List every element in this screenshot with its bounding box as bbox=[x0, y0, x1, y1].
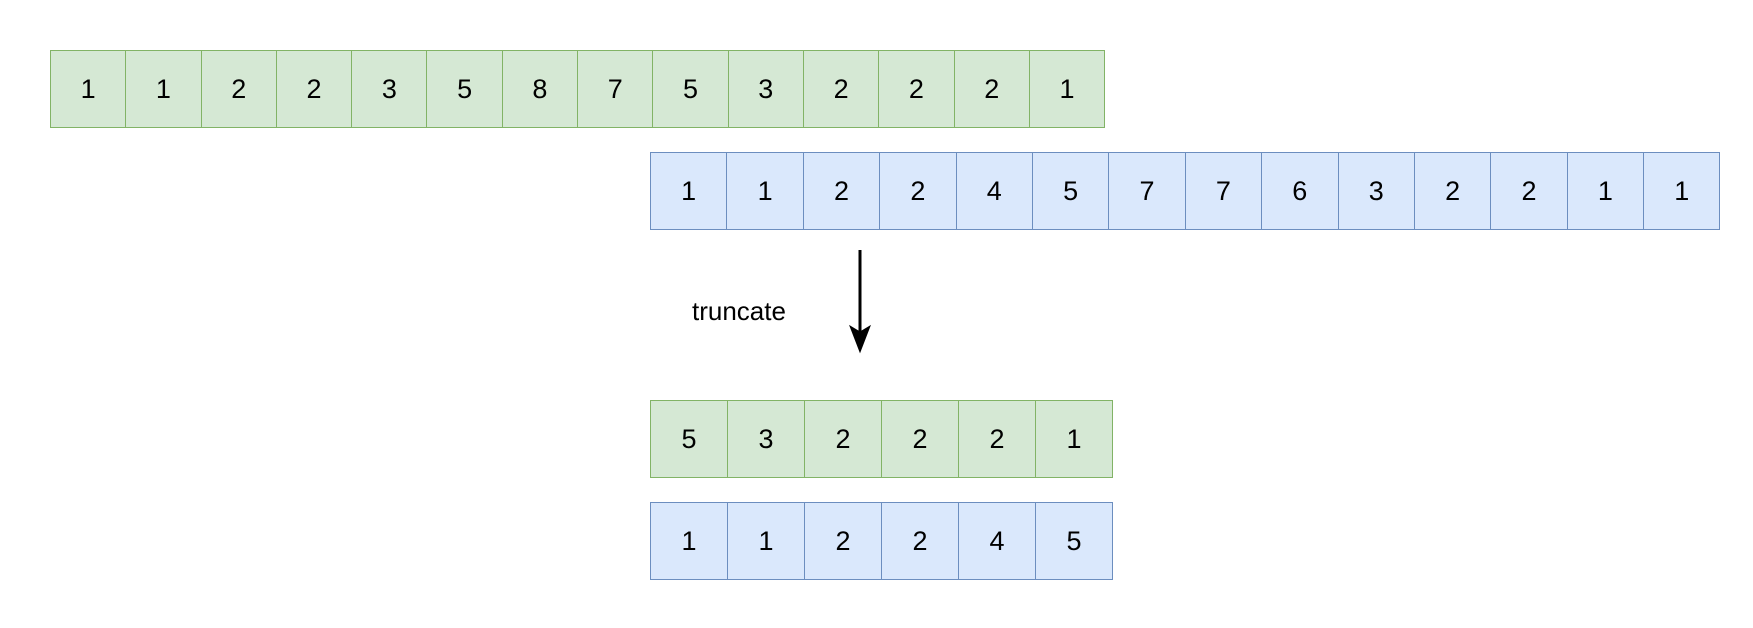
sequence-cell: 7 bbox=[1108, 152, 1186, 230]
sequence-cell: 1 bbox=[50, 50, 127, 128]
sequence-cell: 1 bbox=[1035, 400, 1113, 478]
sequence-cell: 2 bbox=[958, 400, 1036, 478]
sequence-cell: 2 bbox=[802, 152, 881, 230]
sequence-cell: 2 bbox=[1413, 152, 1492, 230]
sequence-cell: 1 bbox=[1566, 152, 1645, 230]
sequence-cell: 6 bbox=[1261, 152, 1339, 230]
sequence-cell: 1 bbox=[727, 502, 805, 580]
sequence-cell: 1 bbox=[125, 50, 202, 128]
sequence-cell: 5 bbox=[1035, 502, 1113, 580]
sequence-cell: 5 bbox=[652, 50, 729, 128]
sequence-cell: 2 bbox=[1490, 152, 1568, 230]
arrow-head bbox=[849, 324, 871, 354]
sequence-cell: 1 bbox=[726, 152, 804, 230]
sequence-cell: 5 bbox=[426, 50, 503, 128]
sequence-cell: 2 bbox=[804, 400, 882, 478]
sequence-cell: 4 bbox=[958, 502, 1036, 580]
sequence-cell: 5 bbox=[650, 400, 728, 478]
truncate-label: truncate bbox=[692, 296, 786, 326]
arrow-down-icon bbox=[849, 250, 871, 354]
sequence-cell: 2 bbox=[275, 50, 353, 128]
sequence-cell: 2 bbox=[953, 50, 1030, 128]
sequence-cell: 1 bbox=[650, 152, 728, 230]
sequence-cell: 4 bbox=[955, 152, 1033, 230]
sequence-cell: 2 bbox=[879, 152, 957, 230]
sequence-cell: 8 bbox=[501, 50, 579, 128]
sequence-cell: 7 bbox=[1184, 152, 1263, 230]
sequence-cell: 3 bbox=[351, 50, 428, 128]
sequence-cell: 2 bbox=[878, 50, 955, 128]
sequence-cell: 2 bbox=[804, 502, 882, 580]
sequence-cell: 2 bbox=[881, 400, 959, 478]
sequence-cell: 2 bbox=[802, 50, 880, 128]
sequence-cell: 3 bbox=[727, 50, 804, 128]
sequence-cell: 1 bbox=[1028, 50, 1106, 128]
sequence-cell: 1 bbox=[1643, 152, 1721, 230]
truncate-arrow bbox=[847, 250, 873, 354]
sequence-cell: 3 bbox=[727, 400, 805, 478]
sequence-cell: 7 bbox=[577, 50, 654, 128]
sequence-cell: 3 bbox=[1337, 152, 1415, 230]
sequence-cell: 1 bbox=[650, 502, 728, 580]
sequence-cell: 2 bbox=[200, 50, 277, 128]
sequence-cell: 2 bbox=[881, 502, 959, 580]
sequence-cell: 5 bbox=[1031, 152, 1110, 230]
